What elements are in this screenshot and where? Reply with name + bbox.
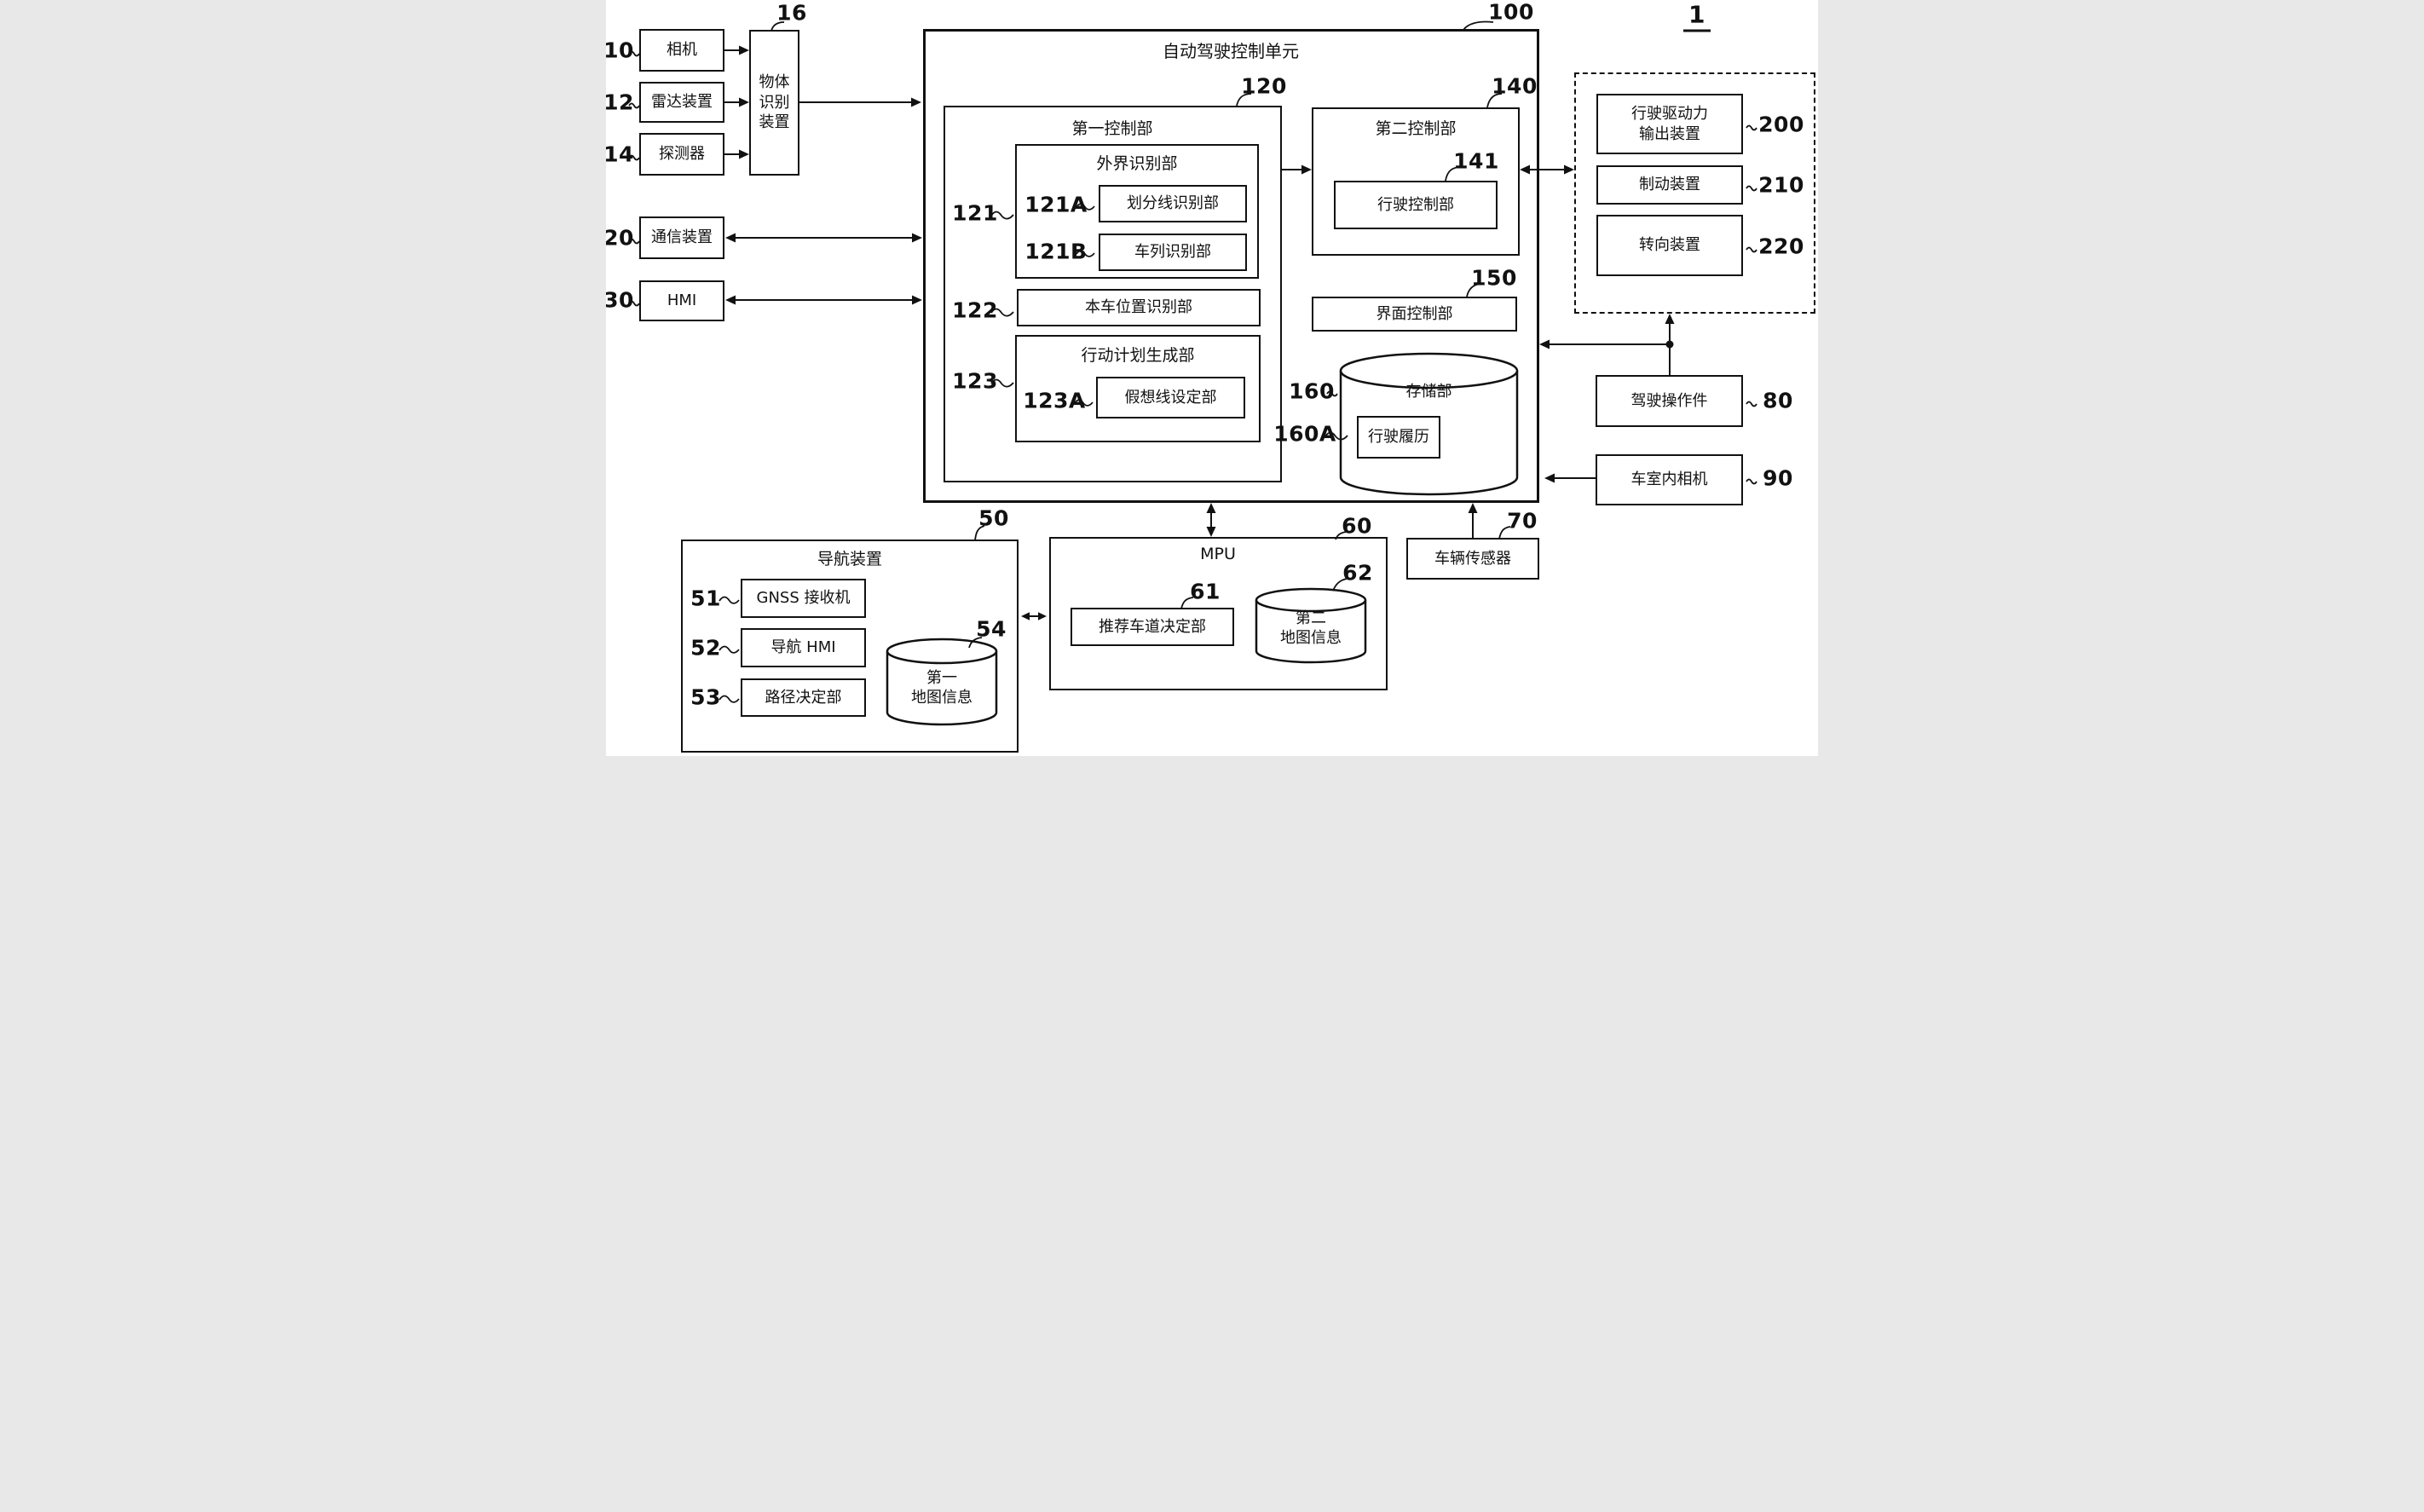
block-recommended-lane-determination-unit: 推荐车道决定部	[1071, 608, 1234, 646]
ref-14: 14	[606, 142, 634, 167]
ref-150: 150	[1471, 266, 1517, 291]
first-map-info-label: 第一 地图信息	[891, 668, 993, 708]
block-steering-device: 转向装置	[1596, 215, 1743, 276]
arrow-radar-to-object-recognition	[724, 98, 749, 107]
arrow-vehicle-sensor-to-control-unit	[1469, 503, 1478, 538]
ref-121A: 121A	[1024, 193, 1088, 217]
arrow-communication-to-control-unit	[725, 234, 922, 243]
ref-210: 210	[1758, 173, 1804, 198]
ref-140: 140	[1492, 74, 1538, 99]
ref-70: 70	[1507, 509, 1538, 534]
block-object-recognition-device: 物体 识别 装置	[749, 30, 799, 176]
first-control-unit-title: 第一控制部	[1071, 116, 1152, 139]
ref-62: 62	[1342, 561, 1373, 586]
block-travel-control-unit: 行驶控制部	[1334, 181, 1498, 229]
ref-50: 50	[978, 506, 1009, 531]
ref-51: 51	[690, 586, 721, 611]
ref-52: 52	[690, 636, 721, 661]
block-travel-driving-force-output-device: 行驶驱动力 输出装置	[1596, 94, 1743, 154]
ref-10: 10	[606, 38, 634, 63]
block-route-determination-unit: 路径决定部	[741, 678, 866, 717]
navigation-device-title: 导航装置	[817, 546, 882, 569]
ref-122: 122	[952, 298, 998, 323]
second-control-unit-title: 第二控制部	[1375, 116, 1456, 139]
ref-53: 53	[690, 685, 721, 710]
automated-driving-control-unit-title: 自动驾驶控制单元	[1163, 38, 1299, 62]
block-travel-history: 行驶履历	[1357, 416, 1440, 459]
arrow-navigation-to-mpu	[1021, 612, 1047, 620]
block-navigation-hmi: 导航 HMI	[741, 628, 866, 667]
action-plan-generation-unit-title: 行动计划生成部	[1081, 343, 1194, 366]
block-vehicle-row-recognition-unit: 车列识别部	[1099, 234, 1247, 271]
ref-54: 54	[976, 617, 1007, 642]
block-vehicle-sensor: 车辆传感器	[1406, 538, 1539, 580]
block-finder: 探测器	[639, 133, 724, 176]
ref-60: 60	[1342, 514, 1372, 539]
block-cabin-camera: 车室内相机	[1596, 454, 1743, 505]
ref-80: 80	[1763, 389, 1793, 413]
block-communication-device: 通信装置	[639, 216, 724, 259]
block-driving-operator: 驾驶操作件	[1596, 375, 1743, 427]
patent-block-diagram: 自动驾驶控制单元 第一控制部 外界识别部 行动计划生成部 第二控制部 导航装置 …	[606, 0, 1818, 756]
arrow-hmi-to-control-unit	[725, 296, 922, 305]
mpu-title: MPU	[1200, 545, 1236, 563]
external-recognition-unit-title: 外界识别部	[1096, 151, 1177, 174]
arrow-driving-operator-lines	[1539, 314, 1675, 375]
ref-20: 20	[606, 226, 634, 251]
block-hmi: HMI	[639, 280, 724, 321]
block-camera: 相机	[639, 29, 724, 72]
arrow-cabin-camera-to-control-unit	[1544, 474, 1596, 483]
block-interface-control-unit: 界面控制部	[1312, 297, 1517, 332]
block-gnss-receiver: GNSS 接收机	[741, 579, 866, 618]
ref-61: 61	[1190, 580, 1221, 604]
ref-220: 220	[1758, 234, 1804, 259]
arrow-object-recognition-to-control-unit	[799, 98, 921, 107]
storage-unit-label: 存储部	[1377, 382, 1480, 401]
figure-number: 1	[1683, 1, 1711, 32]
block-lane-line-recognition-unit: 划分线识别部	[1099, 185, 1247, 222]
ref-30: 30	[606, 288, 634, 313]
ref-123A: 123A	[1023, 389, 1086, 413]
ref-160A: 160A	[1273, 422, 1336, 447]
block-own-vehicle-position-recognition-unit: 本车位置识别部	[1017, 289, 1261, 326]
squiggle-80	[1746, 402, 1757, 407]
squiggle-90	[1746, 480, 1757, 484]
second-map-info-label: 第二 地图信息	[1260, 609, 1362, 649]
ref-90: 90	[1763, 466, 1793, 491]
ref-200: 200	[1758, 113, 1804, 137]
ref-141: 141	[1453, 149, 1499, 174]
ref-16: 16	[776, 1, 807, 26]
block-brake-device: 制动装置	[1596, 165, 1743, 205]
ref-160: 160	[1289, 379, 1335, 404]
ref-121: 121	[952, 201, 998, 226]
ref-123: 123	[952, 369, 998, 394]
ref-12: 12	[606, 90, 634, 115]
junction-dot	[1666, 341, 1674, 349]
ref-120: 120	[1241, 74, 1287, 99]
arrow-control-unit-to-mpu	[1207, 503, 1216, 537]
ref-100: 100	[1488, 0, 1534, 25]
block-virtual-line-setting-unit: 假想线设定部	[1096, 377, 1245, 418]
arrow-finder-to-object-recognition	[724, 150, 749, 159]
block-radar-device: 雷达装置	[639, 82, 724, 123]
arrow-camera-to-object-recognition	[724, 46, 749, 55]
ref-121B: 121B	[1024, 239, 1087, 264]
